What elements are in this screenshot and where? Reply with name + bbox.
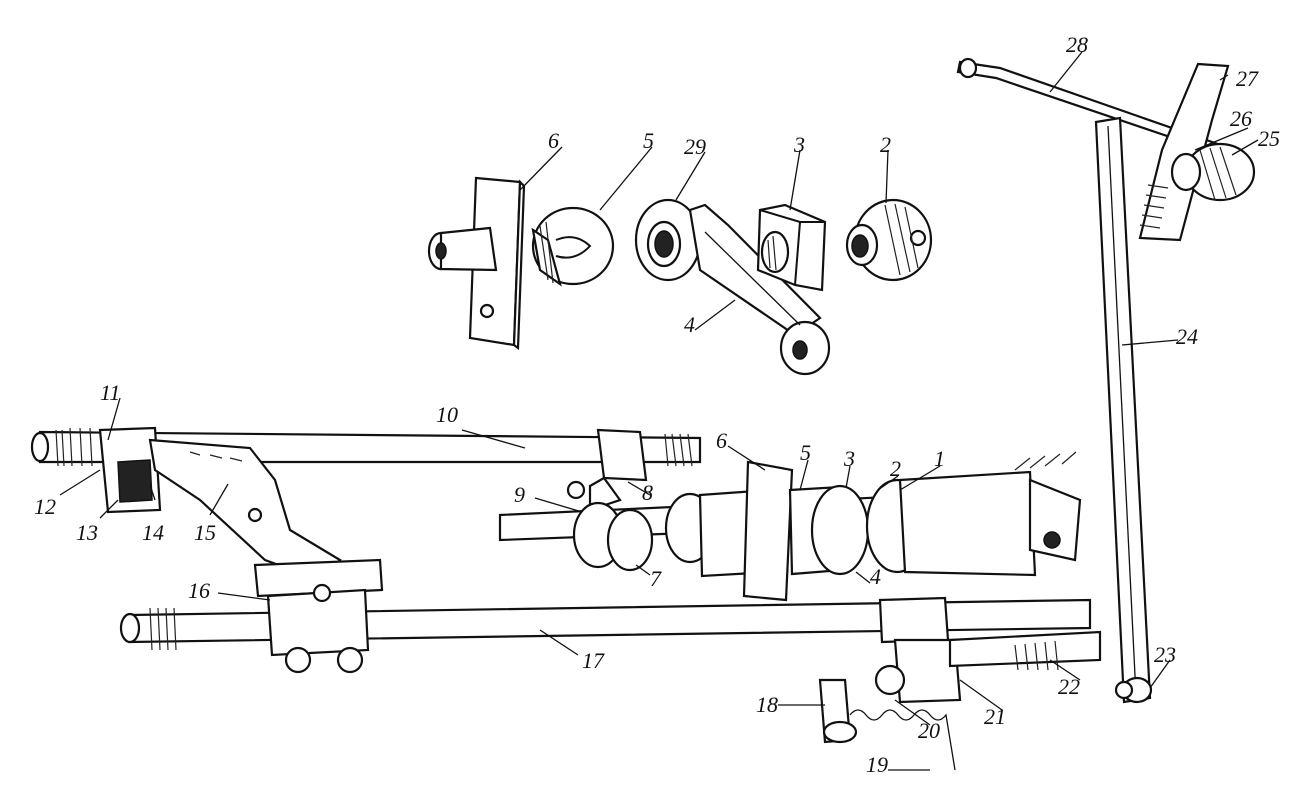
part-labels: 6 5 29 3 2 4 28 27 26 25 24 23 22 21 20 … <box>34 32 1280 777</box>
label-13: 13 <box>76 520 98 545</box>
lever-assembly <box>956 57 1256 704</box>
label-27: 27 <box>1236 66 1259 91</box>
lower-right-mechanism <box>818 596 1102 771</box>
label-6-main: 6 <box>716 428 727 453</box>
label-4-top: 4 <box>684 312 695 337</box>
label-17: 17 <box>582 648 605 673</box>
part-3-square-block-exploded <box>756 203 827 292</box>
label-15: 15 <box>194 520 216 545</box>
label-18: 18 <box>756 692 778 717</box>
label-28: 28 <box>1066 32 1088 57</box>
label-5-top: 5 <box>643 128 654 153</box>
label-5-main: 5 <box>800 440 811 465</box>
label-11: 11 <box>100 380 120 405</box>
label-16: 16 <box>188 578 210 603</box>
label-3-main: 3 <box>843 446 855 471</box>
label-9: 9 <box>514 482 525 507</box>
rod-17 <box>119 558 1092 674</box>
part-6-plate-exploded <box>427 176 526 351</box>
leader-lines <box>59 51 1259 771</box>
label-19: 19 <box>866 752 888 777</box>
label-3-top: 3 <box>793 132 805 157</box>
label-4-main: 4 <box>870 564 881 589</box>
part-2-cam-ring-exploded <box>845 198 933 282</box>
label-7: 7 <box>650 566 662 591</box>
label-24: 24 <box>1176 324 1198 349</box>
label-25: 25 <box>1258 126 1280 151</box>
label-14: 14 <box>142 520 164 545</box>
label-22: 22 <box>1058 674 1080 699</box>
label-6-top: 6 <box>548 128 559 153</box>
label-26: 26 <box>1230 106 1252 131</box>
label-23: 23 <box>1154 642 1176 667</box>
label-2-top: 2 <box>880 132 891 157</box>
label-29: 29 <box>684 134 706 159</box>
label-2-main: 2 <box>890 456 901 481</box>
central-shaft-assembly <box>498 451 1082 602</box>
label-12: 12 <box>34 494 56 519</box>
label-21: 21 <box>984 704 1006 729</box>
label-1: 1 <box>934 446 945 471</box>
label-8: 8 <box>642 480 653 505</box>
label-20: 20 <box>918 718 940 743</box>
part-4-connecting-rod-exploded <box>634 198 831 376</box>
label-10: 10 <box>436 402 458 427</box>
part-5-collar-exploded <box>531 206 615 287</box>
